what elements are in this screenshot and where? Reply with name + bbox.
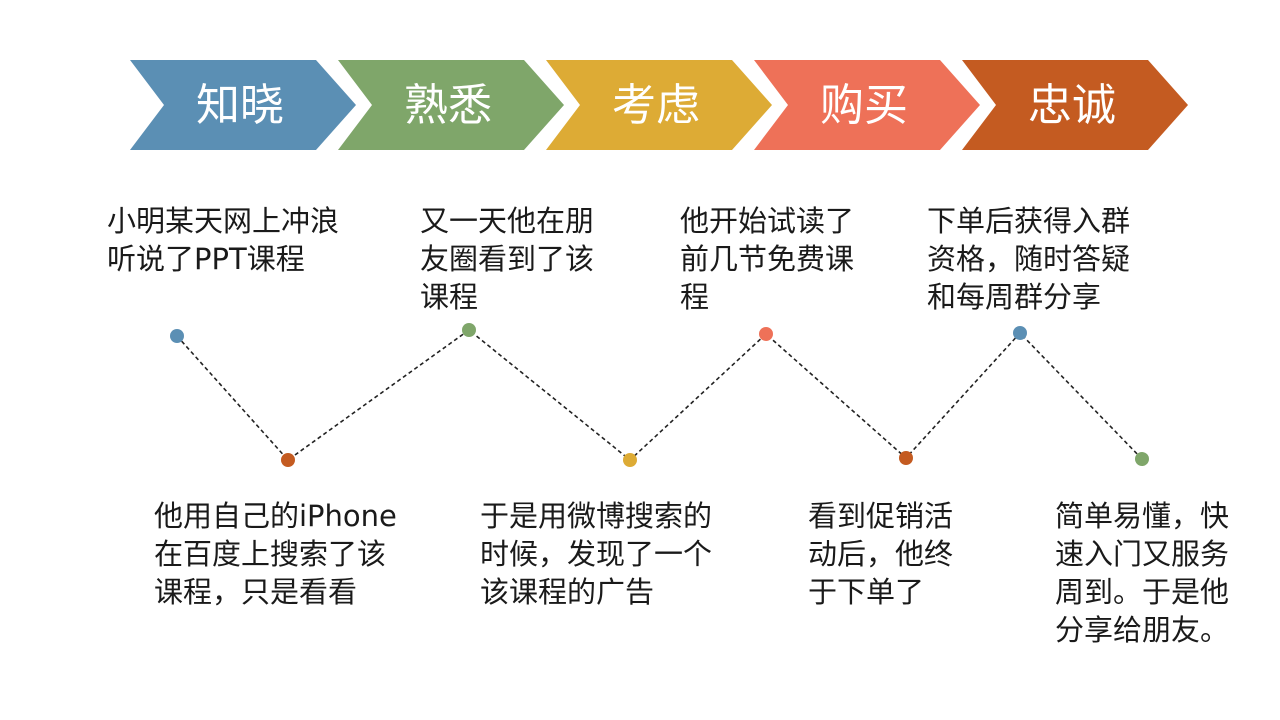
stage-chevrons: 知晓 熟悉 考虑 购买 忠诚	[130, 60, 1188, 150]
chevron-label-3: 考虑	[612, 80, 700, 131]
note-bottom-2: 于是用微博搜索的 时候，发现了一个 该课程的广告	[480, 499, 713, 609]
chevron-label-2: 熟悉	[404, 80, 492, 131]
chevron-stage-4	[754, 60, 980, 150]
chevron-stage-2	[338, 60, 564, 150]
timeline-dot-6	[899, 451, 913, 465]
chevron-label-4: 购买	[820, 80, 908, 131]
note-top-4: 下单后获得入群 资格，随时答疑 和每周群分享	[927, 204, 1131, 314]
note-bottom-4: 简单易懂，快 速入门又服务 周到。于是他 分享给朋友。	[1055, 499, 1230, 647]
note-top-2: 又一天他在朋 友圈看到了该 课程	[420, 204, 595, 314]
timeline-dot-1	[170, 329, 184, 343]
note-top-1: 小明某天网上冲浪 听说了PPT课程	[107, 204, 340, 276]
timeline-dot-2	[281, 453, 295, 467]
chevron-stage-3	[546, 60, 772, 150]
chevron-stage-5	[962, 60, 1188, 150]
zigzag-timeline	[170, 323, 1149, 467]
note-bottom-1: 他用自己的iPhone 在百度上搜索了该 课程，只是看看	[154, 499, 397, 609]
note-bottom-3: 看到促销活 动后，他终 于下单了	[808, 499, 954, 609]
timeline-dot-4	[623, 453, 637, 467]
chevron-label-5: 忠诚	[1028, 80, 1116, 131]
note-top-3: 他开始试读了 前几节免费课 程	[680, 204, 855, 314]
timeline-dashed-line	[176, 328, 1143, 462]
timeline-dot-7	[1013, 326, 1027, 340]
timeline-dot-8	[1135, 452, 1149, 466]
chevron-stage-1	[130, 60, 356, 150]
timeline-dot-5	[759, 327, 773, 341]
chevron-label-1: 知晓	[196, 80, 284, 131]
timeline-dot-3	[462, 323, 476, 337]
